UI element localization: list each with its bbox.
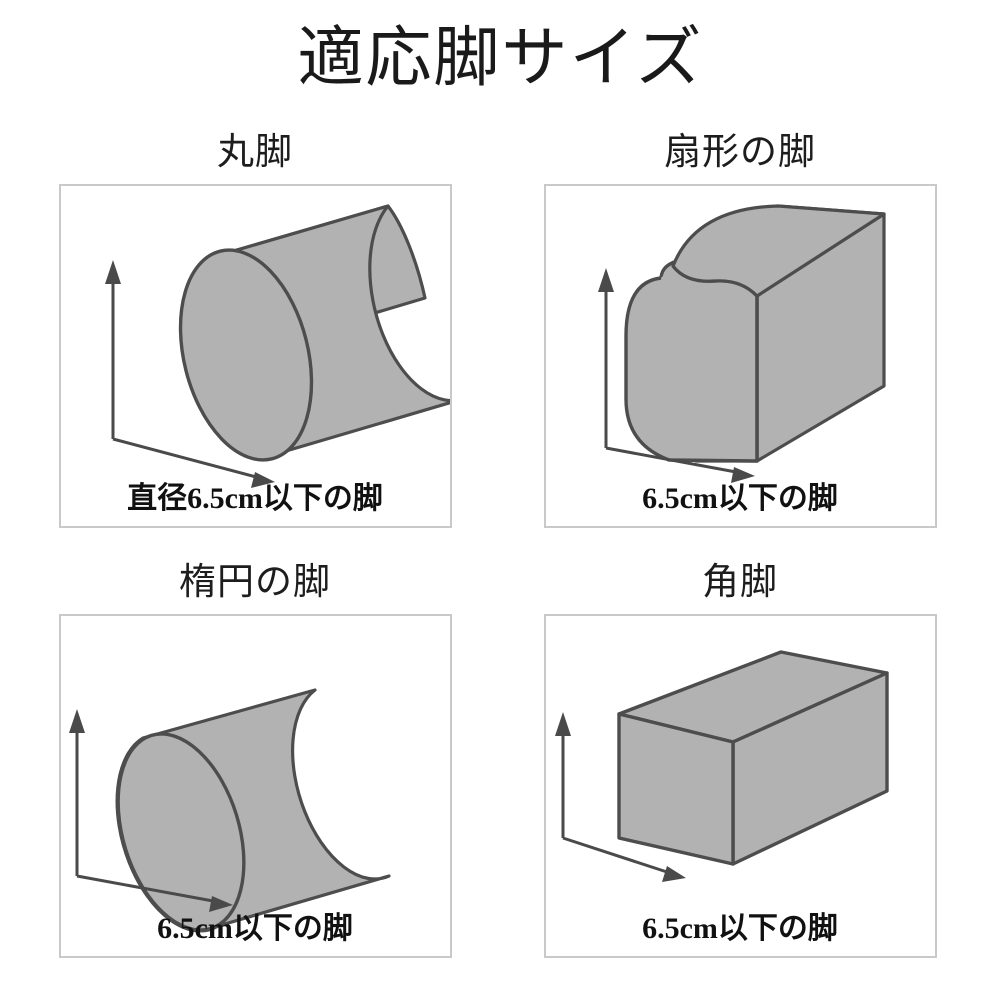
card-oval-leg: 楕円の脚 6.5cm以下の脚 [55,558,455,968]
dimension-arrows-round-leg [104,260,275,488]
dimension-arrows-square-leg [554,712,686,882]
caption-round-leg: 直径6.5cm以下の脚 [127,482,383,515]
leg-type-grid: 丸脚 [0,128,1001,988]
card-title-round-leg: 丸脚 [217,132,293,173]
rounded-front-box-shape [623,204,886,463]
dimension-arrows-fan-leg [597,268,755,483]
diagram-panel-fan-leg: 6.5cm以下の脚 [543,184,937,528]
rectangular-box-shape [616,650,889,866]
card-title-oval-leg: 楕円の脚 [179,562,331,603]
card-round-leg: 丸脚 [55,128,455,538]
card-square-leg: 角脚 [540,558,940,968]
page-title: 適応脚サイズ [297,22,704,95]
caption-oval-leg: 6.5cm以下の脚 [157,912,353,945]
diagram-panel-square-leg: 6.5cm以下の脚 [543,614,937,958]
diagram-panel-round-leg: 直径6.5cm以下の脚 [58,184,452,528]
diagram-panel-oval-leg: 6.5cm以下の脚 [58,614,452,958]
caption-square-leg: 6.5cm以下の脚 [642,912,838,945]
rectangular-box-diagram [554,650,889,882]
caption-fan-leg: 6.5cm以下の脚 [642,482,838,515]
cylinder-elliptical-diagram [68,688,391,933]
card-title-square-leg: 角脚 [702,562,778,603]
card-fan-leg: 扇形の脚 [540,128,940,538]
cylinder-circular-diagram [104,204,450,488]
cylinder-circular-shape [178,204,450,462]
card-title-fan-leg: 扇形の脚 [664,132,816,173]
dimension-arrows-oval-leg [68,709,233,912]
cylinder-elliptical-shape [115,688,391,933]
rounded-front-box-diagram [597,204,886,483]
